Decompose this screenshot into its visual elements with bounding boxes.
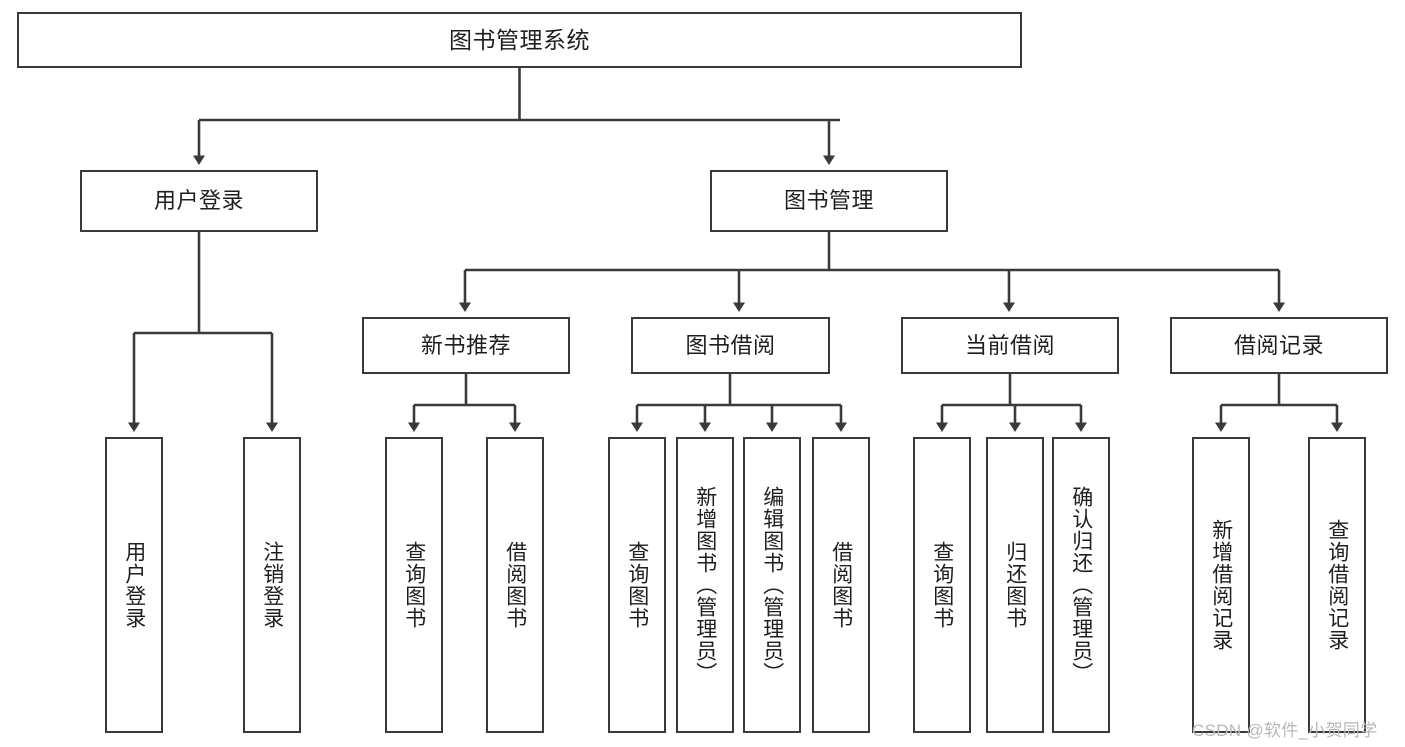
node-label: 查询借阅记录 [1325,519,1349,651]
node-label: 确认归还（管理员） [1069,486,1093,684]
node-label: 借阅图书 [503,541,527,629]
node-leaf-query-book-1[interactable]: 查询图书 [385,437,443,733]
node-leaf-logout[interactable]: 注销登录 [243,437,301,733]
node-label: 查询图书 [930,541,954,629]
node-leaf-query-book-2[interactable]: 查询图书 [608,437,666,733]
node-label: 图书管理 [783,188,874,214]
node-leaf-confirm-return[interactable]: 确认归还（管理员） [1052,437,1110,733]
node-label: 图书借阅 [685,332,776,358]
node-leaf-add-record[interactable]: 新增借阅记录 [1192,437,1250,733]
node-label: 借阅图书 [829,541,853,629]
node-root-system[interactable]: 图书管理系统 [17,12,1022,68]
node-label: 当前借阅 [964,332,1055,358]
node-new-book-rec[interactable]: 新书推荐 [362,317,570,374]
node-label: 新书推荐 [420,332,511,358]
node-label: 查询图书 [625,541,649,629]
node-leaf-edit-book[interactable]: 编辑图书（管理员） [743,437,801,733]
node-leaf-borrow-book-1[interactable]: 借阅图书 [486,437,544,733]
node-leaf-add-book[interactable]: 新增图书（管理员） [676,437,734,733]
node-book-manage[interactable]: 图书管理 [710,170,948,232]
node-user-login[interactable]: 用户登录 [80,170,318,232]
node-leaf-query-book-3[interactable]: 查询图书 [913,437,971,733]
node-leaf-borrow-book-2[interactable]: 借阅图书 [812,437,870,733]
node-borrow-record[interactable]: 借阅记录 [1170,317,1388,374]
node-label: 新增图书（管理员） [693,486,717,684]
node-label: 注销登录 [260,541,284,629]
node-label: 用户登录 [122,541,146,629]
node-current-borrow[interactable]: 当前借阅 [901,317,1119,374]
node-label: 新增借阅记录 [1209,519,1233,651]
node-label: 归还图书 [1003,541,1027,629]
node-leaf-query-record[interactable]: 查询借阅记录 [1308,437,1366,733]
node-label: 图书管理系统 [449,26,590,53]
node-label: 编辑图书（管理员） [760,486,784,684]
node-label: 借阅记录 [1233,332,1324,358]
node-label: 用户登录 [153,188,244,214]
node-label: 查询图书 [402,541,426,629]
node-leaf-return-book[interactable]: 归还图书 [986,437,1044,733]
node-leaf-user-login[interactable]: 用户登录 [105,437,163,733]
node-book-borrow[interactable]: 图书借阅 [631,317,830,374]
